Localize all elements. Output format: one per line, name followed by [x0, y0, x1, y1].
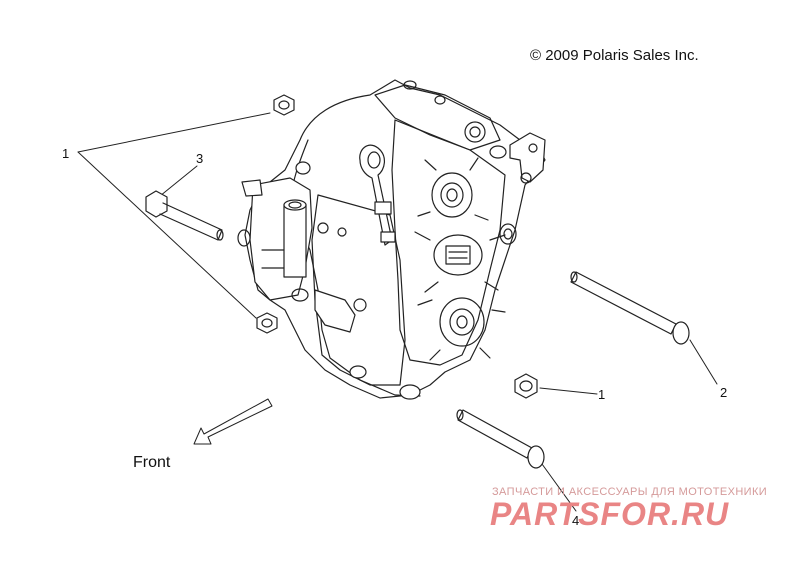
callout-1-nut: 1	[598, 387, 606, 402]
nut-lower-right	[514, 373, 538, 399]
gearcase	[237, 79, 546, 400]
front-label: Front	[133, 454, 171, 471]
copyright-notice: © 2009 Polaris Sales Inc.	[530, 47, 699, 64]
bolt-2	[570, 271, 690, 345]
watermark-logo: PARTSFOR.RU	[490, 496, 730, 532]
bolt-3	[145, 190, 224, 241]
callout-2-bolt: 2	[720, 385, 728, 400]
callout-1-nuts: 1	[62, 146, 70, 161]
watermark-caption: ЗАПЧАСТИ И АКСЕССУАРЫ ДЛЯ МОТОТЕХНИКИ	[492, 486, 768, 498]
nut-top	[273, 94, 295, 116]
callout-4-bolt: 4	[572, 513, 580, 528]
callout-3-bolt: 3	[196, 151, 204, 166]
leader-lines	[77, 112, 718, 512]
bolt-4	[456, 409, 545, 469]
nut-lower-left	[256, 312, 278, 334]
front-arrow-icon	[193, 398, 273, 445]
